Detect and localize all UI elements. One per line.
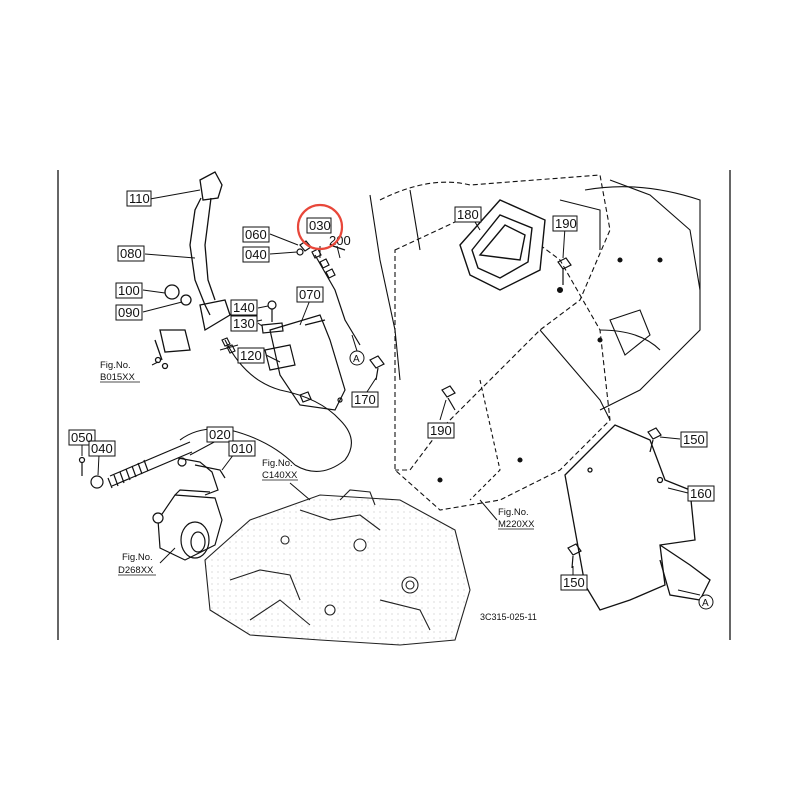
bracket-070 [264,314,346,411]
part-number-100[interactable]: 100 [118,283,140,298]
part-number-080[interactable]: 080 [120,246,142,261]
fig-ref-d268-label: Fig.No. [122,552,153,563]
part-label-boxes [68,190,715,591]
drawing-code: 3C315-025-11 [480,612,537,622]
pillar-structure [369,189,601,381]
shift-lever [154,171,231,370]
control-cable [179,319,352,472]
part-number-090[interactable]: 090 [118,305,140,320]
frame-lines [57,170,731,640]
fig-ref-d268-code[interactable]: D268XX [118,565,154,576]
part-number-060[interactable]: 060 [245,227,267,242]
part-number-010[interactable]: 010 [231,441,253,456]
part-number-160[interactable]: 160 [690,486,712,501]
bolts-190 [441,257,572,411]
body-panel [379,174,701,511]
cover-160 [564,424,711,611]
highlight-circle [296,203,344,251]
fig-ref-c140-label: Fig.No. [262,458,293,469]
part-number-120[interactable]: 120 [240,348,262,363]
part-number-110[interactable]: 110 [129,191,150,206]
part-number-040[interactable]: 040 [245,247,267,262]
fig-ref-c140-code[interactable]: C140XX [262,470,298,481]
part-number-020[interactable]: 020 [209,427,231,442]
part-number-050[interactable]: 050 [71,430,93,445]
marker-a-lower-label: A [702,598,709,609]
part-number-150-upper[interactable]: 150 [683,432,705,447]
marker-a-lower [698,594,714,610]
actuator-d268 [152,489,223,561]
fig-ref-b015-label: Fig.No. [100,360,131,371]
fig-ref-b015-code[interactable]: B015XX [100,372,136,383]
marker-a-upper-label: A [353,354,360,365]
part-number-190-upper[interactable]: 190 [555,216,577,231]
part-number-150-lower[interactable]: 150 [563,575,585,590]
figure-references: Fig.No. B015XX Fig.No. C140XX Fig.No. M2… [100,360,535,576]
fig-ref-m220-label: Fig.No. [498,507,529,518]
part-number-180[interactable]: 180 [457,207,479,222]
fig-ref-m220-code[interactable]: M220XX [498,519,535,530]
part-number-140[interactable]: 140 [233,300,255,315]
bolt-140 [261,300,284,334]
part-number-190-lower[interactable]: 190 [430,423,452,438]
part-number-130[interactable]: 130 [233,316,255,331]
rod-linkage [78,441,226,496]
connection-markers: A A [349,334,714,610]
part-number-040-lower[interactable]: 040 [91,441,113,456]
part-number-070[interactable]: 070 [299,287,321,302]
part-number-030[interactable]: 030 [309,218,331,233]
bolts-150 [567,427,662,569]
transmission-housing [204,489,471,646]
part-number-170[interactable]: 170 [354,392,376,407]
part-numbers: 110 080 100 090 060 040 030 200 070 140 … [71,191,712,590]
clip-170 [369,355,385,381]
